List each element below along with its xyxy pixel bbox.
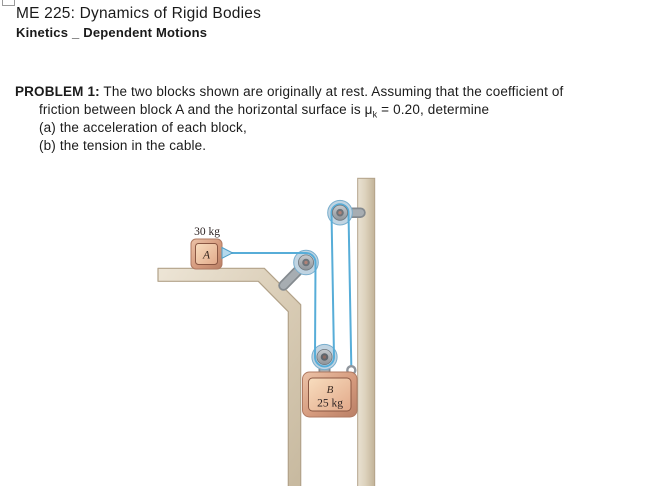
problem-line-2: friction between block A and the horizon…: [39, 102, 490, 120]
right-wall: [357, 177, 376, 486]
table-surface-and-corner-wall: [157, 267, 302, 486]
mu-subscript: k: [372, 109, 378, 120]
problem-part-b: (b) the tension in the cable.: [39, 138, 207, 153]
block-a: A: [190, 238, 223, 270]
block-b-letter: B: [327, 384, 334, 396]
lecture-subtitle: Kinetics _ Dependent Motions: [16, 25, 208, 40]
wall-pulley-hub: [331, 204, 348, 221]
block-b-mass-label: 25 kg: [317, 398, 343, 410]
course-title: ME 225: Dynamics of Rigid Bodies: [16, 5, 262, 22]
page-corner-marker: [2, 0, 15, 6]
problem-part-a: (a) the acceleration of each block,: [39, 120, 247, 135]
block-a-cable-connector: [221, 246, 234, 260]
movable-pulley-hub: [316, 348, 333, 365]
block-b: B 25 kg: [302, 371, 358, 418]
problem-label: PROBLEM 1:: [15, 84, 100, 99]
block-a-mass-label: 30 kg: [194, 226, 220, 238]
problem-statement: PROBLEM 1: The two blocks shown are orig…: [15, 83, 640, 155]
cable: [228, 203, 353, 368]
problem-line-1: PROBLEM 1: The two blocks shown are orig…: [15, 84, 564, 99]
corner-pulley-hub: [297, 254, 314, 271]
block-a-letter: A: [202, 250, 211, 262]
